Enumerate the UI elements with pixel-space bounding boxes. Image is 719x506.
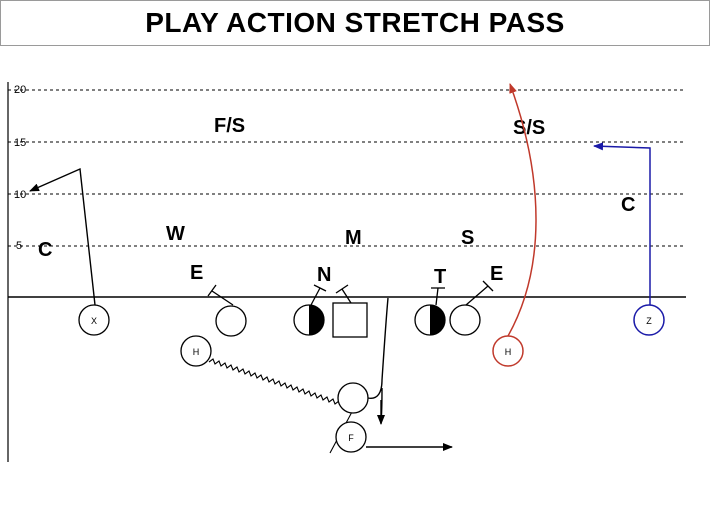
fullback (335, 421, 367, 453)
z-route (593, 142, 651, 305)
yard-label-15: 15 (14, 137, 26, 149)
defender-end-right: E (490, 263, 503, 285)
defender-corner-right: C (621, 194, 635, 216)
title-box: PLAY ACTION STRETCH PASS (0, 0, 710, 46)
defender-end-left: E (190, 262, 203, 284)
x-receiver (78, 304, 110, 336)
defender-tackle: T (434, 266, 446, 288)
h-back-left-label: H (193, 347, 200, 357)
x-receiver-label: X (91, 316, 97, 326)
h-back-left (180, 335, 212, 367)
defender-nose: N (317, 264, 331, 286)
qb-drop (367, 297, 389, 424)
h-motion (208, 358, 354, 454)
yard-label-10: 10 (14, 189, 26, 201)
block-left-tackle (207, 284, 234, 306)
h-back-right-label: H (505, 347, 512, 357)
defender-sam: S (461, 227, 474, 249)
left-tackle (215, 305, 247, 337)
fullback-label: F (348, 433, 354, 443)
defender-mike: M (345, 227, 362, 249)
h-route (507, 83, 537, 337)
defender-will: W (166, 223, 185, 245)
block-right-tackle (465, 280, 494, 306)
left-guard (293, 304, 325, 336)
block-left-guard (310, 284, 327, 306)
yard-label-5: 5 (16, 240, 22, 252)
quarterback (337, 382, 369, 414)
z-receiver (633, 304, 665, 336)
defender-corner-left: C (38, 239, 52, 261)
right-guard (414, 304, 446, 336)
block-right-guard (431, 287, 445, 306)
center (332, 302, 368, 338)
defender-free-safety: F/S (214, 115, 245, 137)
block-center (335, 284, 352, 304)
page-title: PLAY ACTION STRETCH PASS (145, 7, 565, 38)
z-receiver-label: Z (646, 316, 652, 326)
defender-strong-safety: S/S (513, 117, 545, 139)
x-route (29, 167, 96, 306)
yard-label-20: 20 (14, 84, 26, 96)
right-tackle (449, 304, 481, 336)
